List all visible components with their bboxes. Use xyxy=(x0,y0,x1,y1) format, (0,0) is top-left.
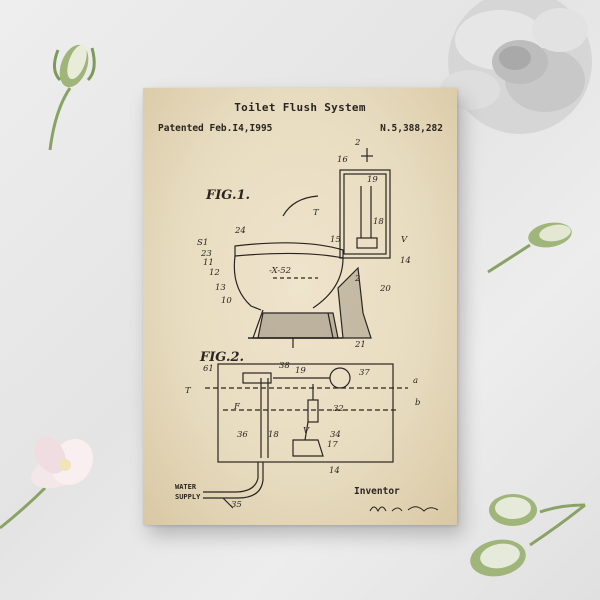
ref-label: 12 xyxy=(209,268,220,278)
ref-label: 2 xyxy=(355,274,361,284)
ref-label: F xyxy=(234,402,240,412)
ref-label: 37 xyxy=(359,368,370,378)
lily-bottom-left xyxy=(0,436,94,530)
ref-label: 13 xyxy=(215,283,226,293)
ref-label: 19 xyxy=(295,366,306,376)
ref-label: 21 xyxy=(355,340,366,350)
ref-label: 23 xyxy=(201,249,212,259)
ref-label: 16 xyxy=(337,155,348,165)
ref-label: 20 xyxy=(380,284,391,294)
ref-label: -X-52 xyxy=(269,266,292,276)
bud-top-left xyxy=(48,44,96,151)
patent-poster: Toilet Flush System Patented Feb.I4,I995… xyxy=(143,88,457,525)
ref-label: 15 xyxy=(330,235,341,245)
patent-drawing xyxy=(203,148,408,509)
water-label: WATER xyxy=(175,483,197,491)
ref-label: 61 xyxy=(203,364,214,374)
ref-label: V xyxy=(303,426,310,436)
figure-2-label: FIG.2. xyxy=(200,350,245,365)
ref-label: 34 xyxy=(330,430,341,440)
ref-label: 10 xyxy=(221,296,232,306)
ref-label: 14 xyxy=(329,466,340,476)
inventor-signature xyxy=(369,506,439,513)
ref-label: a xyxy=(413,376,419,386)
ref-label: 32 xyxy=(333,404,344,414)
ref-label: 18 xyxy=(268,430,279,440)
buds-bottom-right xyxy=(470,494,586,577)
ref-label: 38 xyxy=(279,361,290,371)
ref-label: 36 xyxy=(237,430,248,440)
inventor-heading: Inventor xyxy=(354,486,400,497)
patent-number: N.5,388,282 xyxy=(380,123,443,134)
patent-date: Patented Feb.I4,I995 xyxy=(158,123,273,134)
figure-1-label: FIG.1. xyxy=(206,188,251,203)
ref-label: b xyxy=(415,398,421,408)
ref-label: 2 xyxy=(355,138,361,148)
bud-right-middle xyxy=(487,222,572,274)
ref-label: 18 xyxy=(373,217,384,227)
ref-label: 35 xyxy=(231,500,242,510)
ref-label: 11 xyxy=(203,258,214,268)
ref-label: T xyxy=(185,386,191,396)
supply-label: SUPPLY xyxy=(175,493,201,501)
poster-title: Toilet Flush System xyxy=(234,101,366,114)
ref-label: T xyxy=(313,208,319,218)
ref-label: S1 xyxy=(197,238,209,248)
ref-label: 17 xyxy=(327,440,338,450)
ref-label: V xyxy=(401,235,408,245)
ref-label: 19 xyxy=(367,175,378,185)
peony-top-right xyxy=(440,0,592,134)
ref-label: 14 xyxy=(400,256,411,266)
ref-label: 24 xyxy=(235,226,246,236)
